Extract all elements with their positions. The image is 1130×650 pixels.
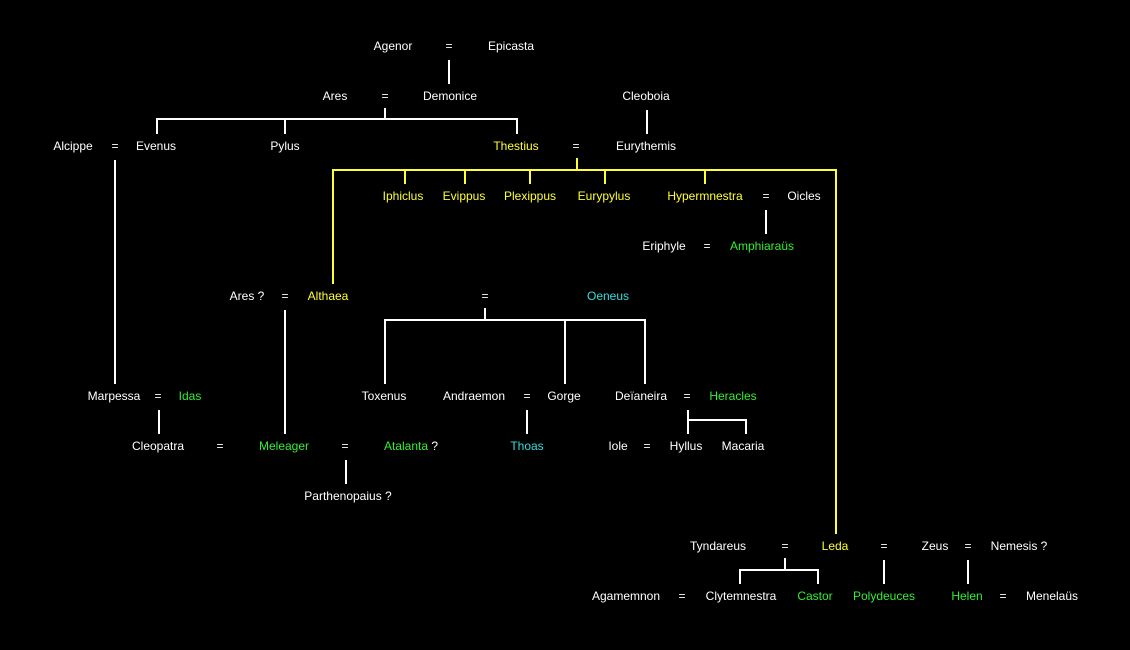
- person-thestius: Thestius: [493, 139, 539, 153]
- person-helen: Helen: [951, 589, 983, 603]
- person-tyndareus: Tyndareus: [689, 539, 747, 553]
- person-nemesis: Nemesis ?: [990, 539, 1048, 553]
- person-clytemnestra: Clytemnestra: [705, 589, 777, 603]
- line-tyndareus-children: [739, 558, 819, 584]
- line-thestius-children: [332, 158, 837, 534]
- person-andraemon: Andraemon: [442, 389, 506, 403]
- marriage-symbol: =: [572, 139, 580, 153]
- marriage-symbol: =: [111, 139, 119, 153]
- marriage-symbol: =: [281, 289, 289, 303]
- person-macaria: Macaria: [721, 439, 765, 453]
- marriage-symbol: =: [683, 389, 691, 403]
- marriage-symbol: =: [216, 439, 224, 453]
- person-menelaus: Menelaüs: [1025, 589, 1079, 603]
- person-oicles: Oicles: [787, 189, 821, 203]
- person-leda: Leda: [821, 539, 849, 553]
- marriage-symbol: =: [703, 239, 711, 253]
- person-oeneus: Oeneus: [586, 289, 630, 303]
- person-evenus: Evenus: [135, 139, 177, 153]
- person-toxenus: Toxenus: [361, 389, 407, 403]
- atalanta-name: Atalanta: [383, 439, 429, 453]
- marriage-symbol: =: [381, 89, 389, 103]
- person-zeus: Zeus: [921, 539, 949, 553]
- person-idas: Idas: [178, 389, 202, 403]
- person-plexippus: Plexippus: [503, 189, 557, 203]
- person-castor: Castor: [797, 589, 833, 603]
- person-ares: Ares: [322, 89, 348, 103]
- person-meleager: Meleager: [258, 439, 310, 453]
- marriage-symbol: =: [762, 189, 770, 203]
- person-evippus: Evippus: [442, 189, 486, 203]
- person-epicasta: Epicasta: [487, 39, 535, 53]
- person-polydeuces: Polydeuces: [852, 589, 916, 603]
- marriage-symbol: =: [445, 39, 453, 53]
- person-agenor: Agenor: [373, 39, 413, 53]
- uncertain-marker: ?: [428, 439, 439, 453]
- marriage-symbol: =: [999, 589, 1007, 603]
- person-eriphyle: Eriphyle: [642, 239, 686, 253]
- marriage-symbol: =: [880, 539, 888, 553]
- person-amphiaraus: Amphiaraüs: [729, 239, 795, 253]
- line-ares-children: [156, 108, 518, 134]
- person-hyllus: Hyllus: [669, 439, 703, 453]
- person-gorge: Gorge: [547, 389, 581, 403]
- person-iole: Iole: [608, 439, 628, 453]
- marriage-symbol: =: [643, 439, 651, 453]
- marriage-symbol: =: [964, 539, 972, 553]
- line-heracles-children: [687, 410, 747, 434]
- person-hypermnestra: Hypermnestra: [667, 189, 743, 203]
- person-eurypylus: Eurypylus: [577, 189, 631, 203]
- marriage-symbol: =: [523, 389, 531, 403]
- person-alcippe: Alcippe: [53, 139, 93, 153]
- person-parthenopaius: Parthenopaius ?: [304, 489, 392, 503]
- person-marpessa: Marpessa: [87, 389, 141, 403]
- person-agamemnon: Agamemnon: [591, 589, 661, 603]
- marriage-symbol: =: [341, 439, 349, 453]
- marriage-symbol: =: [481, 289, 489, 303]
- person-cleopatra: Cleopatra: [131, 439, 185, 453]
- person-heracles: Heracles: [709, 389, 757, 403]
- person-iphiclus: Iphiclus: [382, 189, 424, 203]
- marriage-symbol: =: [678, 589, 686, 603]
- person-atalanta: Atalanta ?: [384, 439, 438, 453]
- person-deianeira: Deïaneira: [614, 389, 668, 403]
- person-pylus: Pylus: [270, 139, 300, 153]
- person-cleoboia: Cleoboia: [622, 89, 670, 103]
- person-thoas: Thoas: [510, 439, 544, 453]
- person-demonice: Demonice: [422, 89, 478, 103]
- marriage-symbol: =: [781, 539, 789, 553]
- line-oeneus-children: [384, 308, 646, 384]
- person-ares-questioned: Ares ?: [229, 289, 265, 303]
- marriage-symbol: =: [154, 389, 162, 403]
- person-althaea: Althaea: [307, 289, 349, 303]
- person-eurythemis: Eurythemis: [615, 139, 677, 153]
